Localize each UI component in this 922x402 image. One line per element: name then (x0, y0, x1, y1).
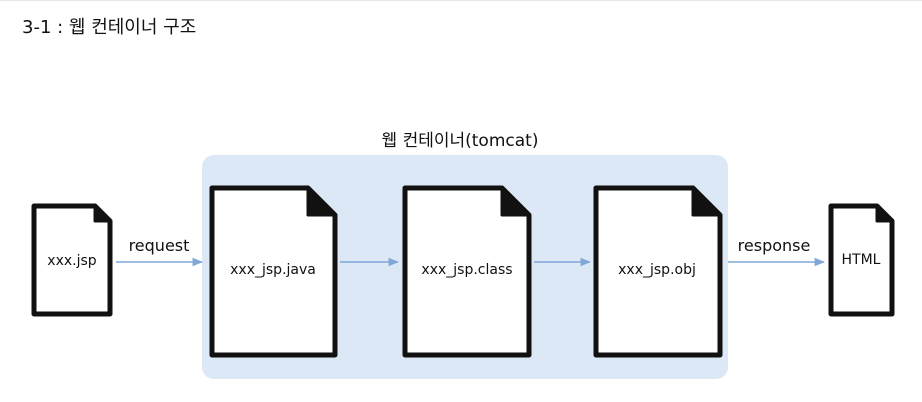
html-document-label: HTML (842, 252, 881, 268)
obj-document-label: xxx_jsp.obj (618, 262, 696, 278)
html-document-icon: HTML (828, 203, 895, 317)
jsp-document-icon: xxx.jsp (31, 203, 113, 317)
java-document-icon: xxx_jsp.java (209, 185, 338, 358)
top-divider (0, 0, 922, 1)
class-document-label: xxx_jsp.class (421, 262, 512, 278)
response-label: response (738, 236, 811, 255)
request-label: request (129, 236, 190, 255)
jsp-document-label: xxx.jsp (47, 253, 96, 269)
web-container-label: 웹 컨테이너(tomcat) (381, 131, 539, 151)
java-document-label: xxx_jsp.java (230, 262, 316, 278)
obj-document-icon: xxx_jsp.obj (593, 185, 723, 358)
class-document-icon: xxx_jsp.class (402, 185, 532, 358)
slide-title: 3-1 : 웹 컨테이너 구조 (22, 17, 197, 38)
